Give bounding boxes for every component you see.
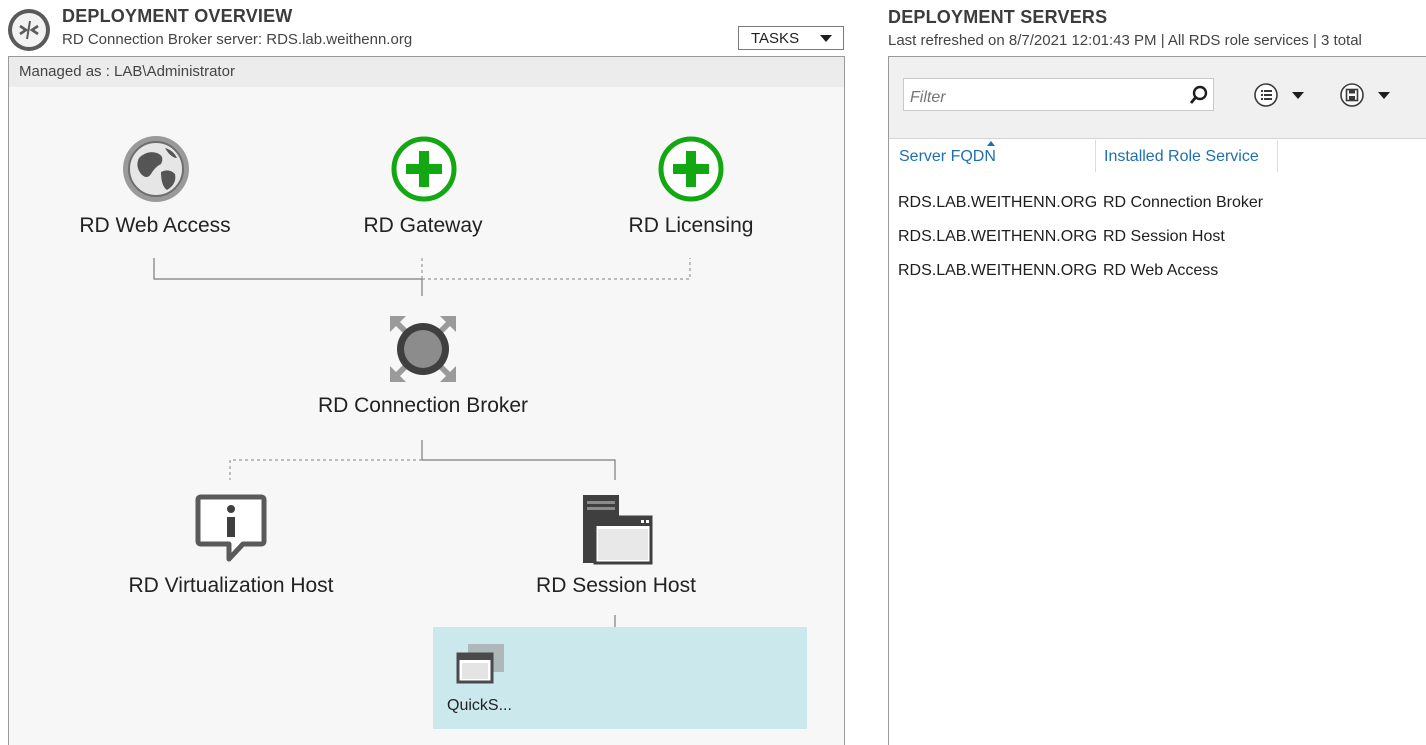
overview-subtitle: RD Connection Broker server: RDS.lab.wei… (62, 31, 413, 48)
tasks-button[interactable]: TASKS (738, 26, 844, 50)
role-service-cell: RD Connection Broker (1103, 194, 1264, 211)
list-icon (1254, 83, 1278, 107)
search-icon[interactable] (1188, 84, 1210, 111)
deployment-servers-panel (888, 56, 1426, 745)
servers-title: DEPLOYMENT SERVERS (888, 7, 1108, 27)
rd-connection-broker-label: RD Connection Broker (317, 394, 529, 417)
rd-gateway-label: RD Gateway (363, 214, 483, 237)
chevron-down-icon (820, 35, 832, 42)
rd-gateway-node[interactable] (389, 134, 459, 209)
rd-connection-broker-node[interactable] (388, 314, 458, 389)
rd-virtualization-host-node[interactable] (195, 493, 267, 568)
role-service-cell: RD Session Host (1103, 228, 1225, 245)
collection-label: QuickS... (447, 697, 512, 714)
table-row[interactable]: RDS.LAB.WEITHENN.ORG RD Connection Broke… (889, 188, 1426, 218)
rd-web-access-label: RD Web Access (79, 214, 231, 237)
connection-broker-icon (390, 316, 456, 382)
role-service-cell: RD Web Access (1103, 262, 1219, 279)
table-row[interactable]: RDS.LAB.WEITHENN.ORG RD Session Host (889, 222, 1426, 252)
save-options-button[interactable] (1338, 81, 1396, 114)
rd-licensing-label: RD Licensing (628, 214, 754, 237)
chevron-down-icon (1292, 92, 1304, 99)
sort-ascending-icon (987, 141, 995, 146)
list-options-button[interactable] (1252, 81, 1310, 114)
tasks-label: TASKS (751, 29, 800, 47)
info-callout-icon (195, 494, 267, 562)
table-row[interactable]: RDS.LAB.WEITHENN.ORG RD Web Access (889, 256, 1426, 286)
server-fqdn-cell: RDS.LAB.WEITHENN.ORG (898, 262, 1098, 279)
column-header-installed-role-service[interactable]: Installed Role Service (1104, 148, 1259, 165)
rd-licensing-node[interactable] (656, 134, 726, 209)
overview-title: DEPLOYMENT OVERVIEW (62, 6, 293, 26)
rd-virtualization-host-label: RD Virtualization Host (128, 574, 334, 597)
column-divider[interactable] (1277, 140, 1278, 172)
servers-subtitle: Last refreshed on 8/7/2021 12:01:43 PM |… (888, 32, 1362, 49)
server-window-icon (583, 495, 653, 565)
window-stack-icon (456, 642, 506, 689)
filter-input[interactable] (903, 78, 1214, 111)
column-divider[interactable] (1095, 140, 1096, 172)
rd-web-access-node[interactable] (121, 134, 191, 209)
column-header-server-fqdn[interactable]: Server FQDN (899, 148, 996, 165)
add-plus-icon (391, 136, 457, 202)
globe-icon (123, 136, 189, 202)
add-plus-icon (658, 136, 724, 202)
rd-session-host-node[interactable] (581, 493, 653, 570)
chevron-down-icon (1378, 92, 1390, 99)
remote-desktop-icon (8, 9, 50, 51)
rd-session-host-label: RD Session Host (536, 574, 696, 597)
save-icon (1340, 83, 1364, 107)
server-fqdn-cell: RDS.LAB.WEITHENN.ORG (898, 194, 1098, 211)
server-fqdn-cell: RDS.LAB.WEITHENN.ORG (898, 228, 1098, 245)
managed-as-bar: Managed as : LAB\Administrator (9, 57, 844, 87)
